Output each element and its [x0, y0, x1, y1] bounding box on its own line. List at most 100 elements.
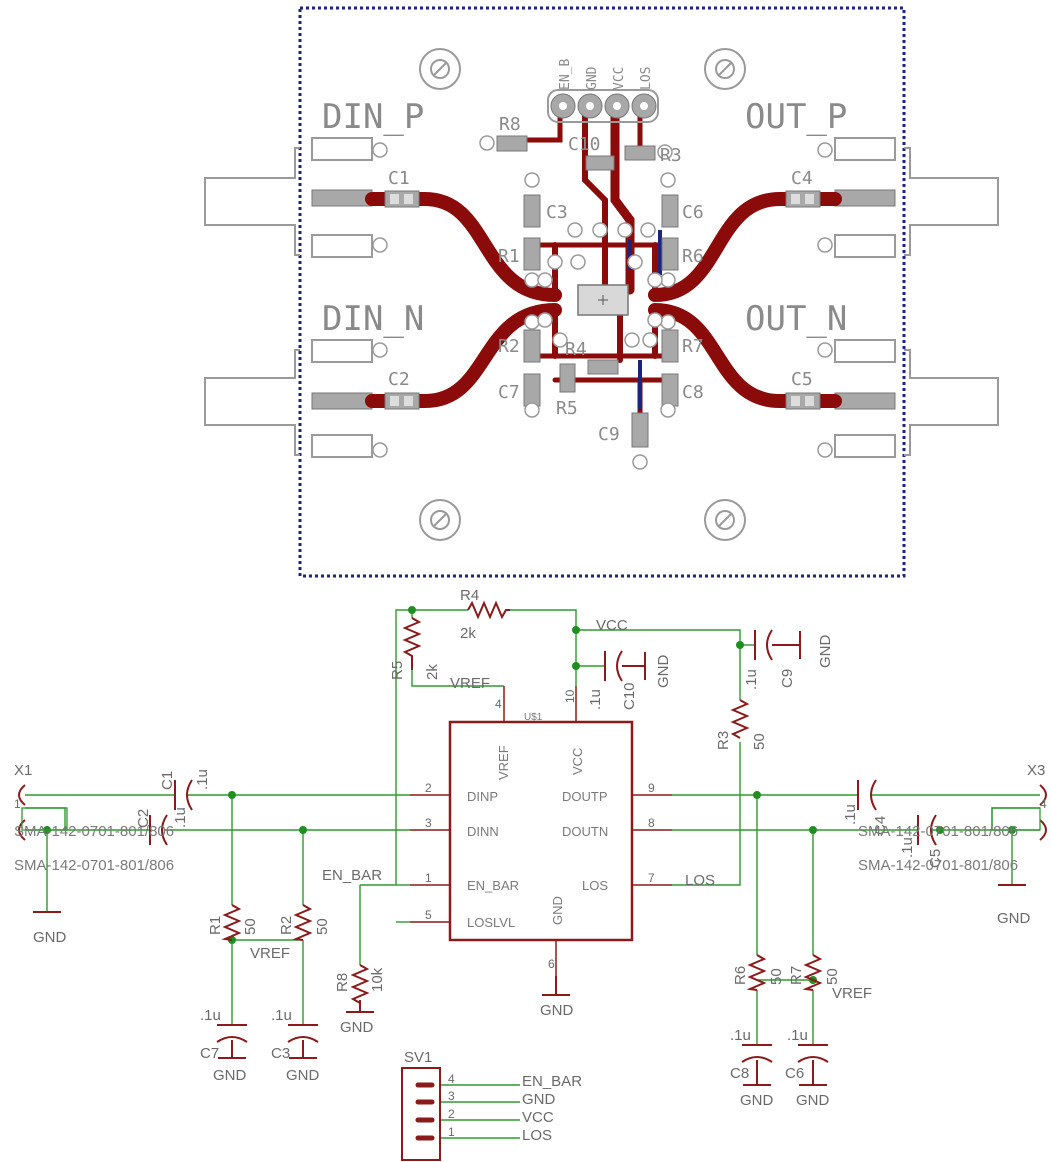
ic-pin-los: LOS	[582, 878, 608, 893]
label-c7-name: C7	[200, 1045, 219, 1062]
connector-sv1-symbol	[401, 1067, 441, 1161]
label-x1-pin: 1	[14, 797, 21, 811]
ic-pin-gnd: GND	[550, 896, 565, 925]
smd-c2	[384, 392, 420, 410]
ic-pin-loslvl: LOSLVL	[467, 915, 515, 930]
label-c10-name: C10	[621, 682, 638, 710]
ic-pin-vref: VREF	[496, 745, 511, 780]
net-label-vref-top: VREF	[450, 675, 490, 692]
label-gnd-c9: GND	[817, 635, 834, 669]
label-r5-value: 2k	[424, 664, 441, 680]
ic-pin-en-bar: EN_BAR	[467, 878, 519, 893]
pcb-label-din-p: DIN_P	[322, 97, 424, 137]
label-gnd-r8: GND	[340, 1019, 374, 1036]
label-c4-value: .1u	[842, 804, 859, 825]
pcb-part-c8: C8	[682, 382, 704, 403]
pcb-part-c3: C3	[546, 202, 568, 223]
mount-hole-bl	[419, 499, 461, 541]
smd-r4	[587, 359, 619, 375]
label-c10-value: .1u	[587, 689, 604, 710]
label-gnd-c8: GND	[740, 1092, 774, 1109]
ic-u1-name: U$1	[524, 712, 543, 723]
smd-c5	[785, 392, 821, 410]
mount-hole-tr	[704, 48, 746, 90]
capacitor-c6	[797, 1044, 829, 1063]
ic-pin-stubs	[410, 686, 672, 976]
label-r4-name: R4	[460, 587, 479, 604]
pcb-part-c2: C2	[388, 369, 410, 390]
pcb-part-r2: R2	[498, 336, 520, 357]
pin-num-3: 3	[425, 816, 432, 830]
ic-pin-doutn: DOUTN	[562, 824, 608, 839]
pcb-part-c4: C4	[791, 168, 813, 189]
label-r7-name: R7	[788, 966, 805, 985]
smd-r5	[559, 363, 576, 393]
label-gnd-ic: GND	[540, 1002, 574, 1019]
label-r7-value: 50	[824, 968, 841, 985]
label-gnd-c6: GND	[796, 1092, 830, 1109]
resistor-r7	[802, 954, 823, 991]
net-label-en-bar-left: EN_BAR	[322, 867, 382, 884]
label-x1-name: X1	[14, 762, 32, 779]
smd-c6	[661, 194, 679, 228]
label-c8-name: C8	[730, 1065, 749, 1082]
label-c7-value: .1u	[200, 1007, 221, 1024]
label-r8-value: 10k	[369, 967, 386, 992]
smd-c3	[523, 194, 541, 228]
label-gnd-x1: GND	[33, 929, 67, 946]
label-r1-name: R1	[207, 916, 224, 935]
label-x1-part-a: SMA-142-0701-801/806	[14, 823, 174, 840]
capacitor-c3	[287, 1024, 319, 1043]
pin-num-6: 6	[548, 957, 555, 971]
label-r3-value: 50	[751, 733, 768, 750]
schematic-wires	[25, 609, 1040, 1139]
pcb-part-r6: R6	[682, 246, 704, 267]
capacitor-c7	[216, 1024, 248, 1043]
pcb-part-c10: C10	[568, 134, 601, 155]
label-c5-value: .1u	[899, 837, 916, 858]
net-label-los-right: LOS	[685, 872, 715, 889]
label-x1-part-b: SMA-142-0701-801/806	[14, 857, 174, 874]
label-r6-value: 50	[768, 968, 785, 985]
pcb-label-out-p: OUT_P	[745, 97, 847, 137]
label-gnd-x3: GND	[997, 910, 1031, 927]
pin-num-7: 7	[648, 871, 655, 885]
smd-c1	[384, 190, 420, 208]
label-gnd-c7: GND	[213, 1067, 247, 1084]
label-sv1-net-vcc: VCC	[522, 1109, 554, 1126]
label-r5-name: R5	[389, 661, 406, 680]
net-label-vcc-top: VCC	[596, 617, 628, 634]
resistor-r4	[467, 600, 510, 620]
trace-out-p	[648, 192, 842, 302]
ic-pin-vcc: VCC	[570, 748, 585, 775]
label-c5-name: C5	[927, 849, 944, 868]
label-r3-name: R3	[715, 731, 732, 750]
junctions	[43, 606, 1016, 984]
trace-out-n	[648, 303, 842, 408]
capacitor-c10	[604, 650, 623, 682]
capacitor-c4	[857, 779, 877, 811]
ic-pin-dinn: DINN	[467, 824, 499, 839]
pcb-part-r5: R5	[556, 398, 578, 419]
connector-x1-symbol	[18, 784, 68, 841]
pin-num-5: 5	[425, 908, 432, 922]
label-c2-value: .1u	[172, 807, 189, 828]
resistor-r1	[221, 904, 242, 941]
label-c3-value: .1u	[271, 1007, 292, 1024]
label-c1-value: .1u	[194, 769, 211, 790]
label-gnd-c3: GND	[286, 1067, 320, 1084]
sma-connector-left-bottom	[204, 339, 373, 458]
mount-hole-tl	[419, 48, 461, 90]
label-r2-value: 50	[314, 918, 331, 935]
smd-r1	[523, 237, 541, 271]
mount-hole-br	[704, 499, 746, 541]
gnd-symbols	[33, 631, 1026, 1086]
label-r1-value: 50	[242, 918, 259, 935]
resistor-r6	[746, 954, 767, 991]
pcb-part-c6: C6	[682, 202, 704, 223]
pin-header	[547, 89, 659, 123]
capacitor-c1	[174, 779, 193, 811]
pcb-part-c9: C9	[598, 424, 620, 445]
label-c2-name: C2	[135, 809, 152, 828]
